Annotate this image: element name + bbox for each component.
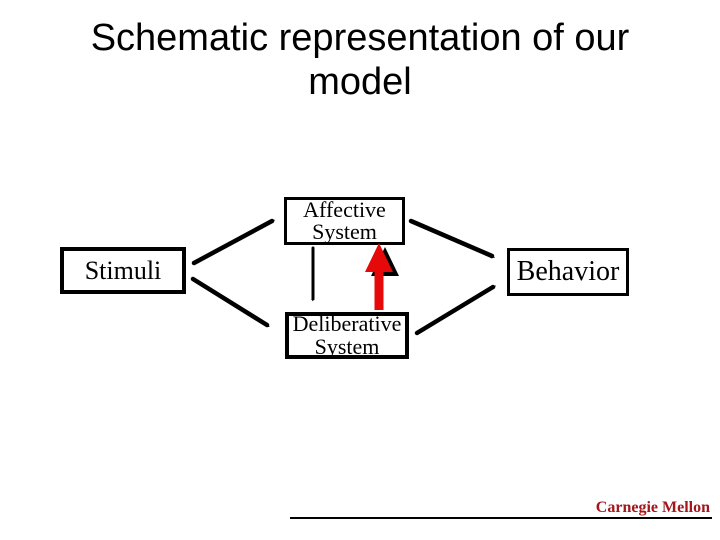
arrow-affective-to-behavior: [408, 218, 492, 256]
diagram-node-behavior: Behavior: [507, 248, 629, 296]
arrow-deliberative-to-behavior: [414, 287, 493, 336]
diagram-node-stimuli: Stimuli: [60, 247, 186, 294]
arrow-stimuli-to-affective: [191, 221, 272, 266]
node-label-deliberative-system: Deliberative System: [292, 311, 402, 359]
footer-divider-line: [290, 517, 712, 519]
slide-title: Schematic representation of our model: [90, 17, 630, 104]
node-label-stimuli: Stimuli: [84, 255, 162, 285]
carnegie-mellon-wordmark: Carnegie Mellon: [595, 499, 710, 516]
diagram-node-deliberative-system: Deliberative System: [285, 312, 409, 359]
arrow-deliberative-to-affective-red-feedback: [365, 243, 393, 310]
red-arrow-shadow: [371, 247, 399, 276]
node-label-behavior: Behavior: [516, 256, 620, 287]
node-label-affective-system: Affective System: [303, 196, 386, 244]
arrow-stimuli-to-deliberative: [190, 276, 267, 325]
diagram-node-affective-system: Affective System: [284, 197, 405, 245]
